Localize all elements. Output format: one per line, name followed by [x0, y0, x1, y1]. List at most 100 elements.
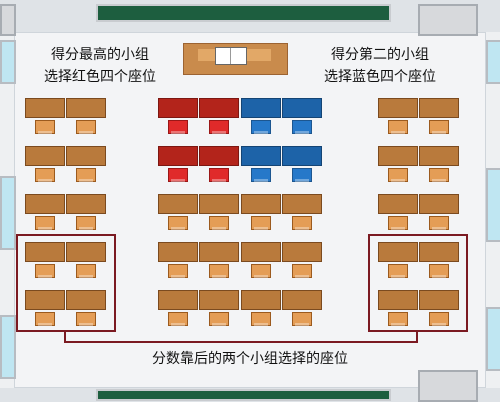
desk: [241, 194, 281, 214]
chair: [76, 312, 96, 326]
book-icon: [215, 47, 247, 65]
chair: [35, 216, 55, 230]
chair: [35, 120, 55, 134]
window-left-bottom: [0, 315, 16, 379]
desk: [378, 242, 418, 262]
chair: [168, 216, 188, 230]
desk: [25, 242, 65, 262]
chair: [76, 168, 96, 182]
desk: [378, 146, 418, 166]
desk: [419, 98, 459, 118]
desk: [158, 194, 198, 214]
chair: [35, 264, 55, 278]
chair: [429, 264, 449, 278]
chair: [209, 312, 229, 326]
window-left-middle: [0, 176, 16, 250]
chair: [388, 120, 408, 134]
chair: [292, 312, 312, 326]
chair: [388, 216, 408, 230]
door-top-left: [0, 4, 16, 36]
connector-horizontal: [64, 341, 418, 343]
door-bottom-right: [418, 370, 478, 402]
highlight-right-group: [368, 234, 468, 332]
caption-bottom: 分数靠后的两个小组选择的座位: [152, 351, 348, 367]
chair: [76, 216, 96, 230]
chair-blue: [292, 120, 312, 134]
door-top-right: [418, 4, 478, 36]
chair: [429, 312, 449, 326]
chair-red: [168, 120, 188, 134]
desk-red: [199, 146, 239, 166]
desk: [199, 290, 239, 310]
window-right-middle: [486, 168, 500, 242]
desk-red: [199, 98, 239, 118]
chair: [429, 216, 449, 230]
blackboard-bottom: [96, 389, 391, 401]
chair: [168, 264, 188, 278]
window-right-bottom: [486, 307, 500, 371]
chair: [209, 264, 229, 278]
desk: [199, 242, 239, 262]
desk: [378, 98, 418, 118]
highlight-left-group: [16, 234, 116, 332]
window-left-top: [0, 40, 16, 84]
desk: [158, 290, 198, 310]
connector-left: [64, 330, 66, 342]
desk: [199, 194, 239, 214]
desk: [282, 290, 322, 310]
desk: [25, 290, 65, 310]
desk-blue: [241, 146, 281, 166]
desk: [25, 194, 65, 214]
window-right-top: [486, 40, 500, 84]
desk: [25, 98, 65, 118]
desk: [158, 242, 198, 262]
chair: [292, 264, 312, 278]
desk: [419, 290, 459, 310]
chair: [76, 120, 96, 134]
chair-red: [209, 168, 229, 182]
desk: [419, 194, 459, 214]
chair: [35, 168, 55, 182]
chair: [168, 312, 188, 326]
chair: [251, 312, 271, 326]
desk-red: [158, 98, 198, 118]
desk: [282, 242, 322, 262]
desk: [66, 146, 106, 166]
chair-blue: [292, 168, 312, 182]
chair: [251, 216, 271, 230]
chair: [388, 168, 408, 182]
desk: [66, 98, 106, 118]
desk: [378, 290, 418, 310]
caption-right-top: 得分第二的小组 选择蓝色四个座位: [300, 44, 460, 88]
caption-left-line2: 选择红色四个座位: [44, 69, 156, 85]
connector-right: [416, 330, 418, 342]
desk: [419, 242, 459, 262]
desk: [241, 290, 281, 310]
chair: [35, 312, 55, 326]
chair: [429, 120, 449, 134]
desk: [66, 242, 106, 262]
chair: [429, 168, 449, 182]
chair-red: [209, 120, 229, 134]
caption-right-line1: 得分第二的小组: [331, 47, 429, 63]
desk: [66, 290, 106, 310]
chair: [209, 216, 229, 230]
desk-blue: [282, 98, 322, 118]
caption-left-line1: 得分最高的小组: [51, 47, 149, 63]
chair: [251, 264, 271, 278]
caption-right-line2: 选择蓝色四个座位: [324, 69, 436, 85]
chair-blue: [251, 120, 271, 134]
chair: [76, 264, 96, 278]
desk: [25, 146, 65, 166]
chair-blue: [251, 168, 271, 182]
chair: [388, 312, 408, 326]
desk-blue: [282, 146, 322, 166]
desk: [419, 146, 459, 166]
chair: [388, 264, 408, 278]
chair-red: [168, 168, 188, 182]
chair: [292, 216, 312, 230]
desk-blue: [241, 98, 281, 118]
caption-left-top: 得分最高的小组 选择红色四个座位: [20, 44, 180, 88]
desk: [378, 194, 418, 214]
